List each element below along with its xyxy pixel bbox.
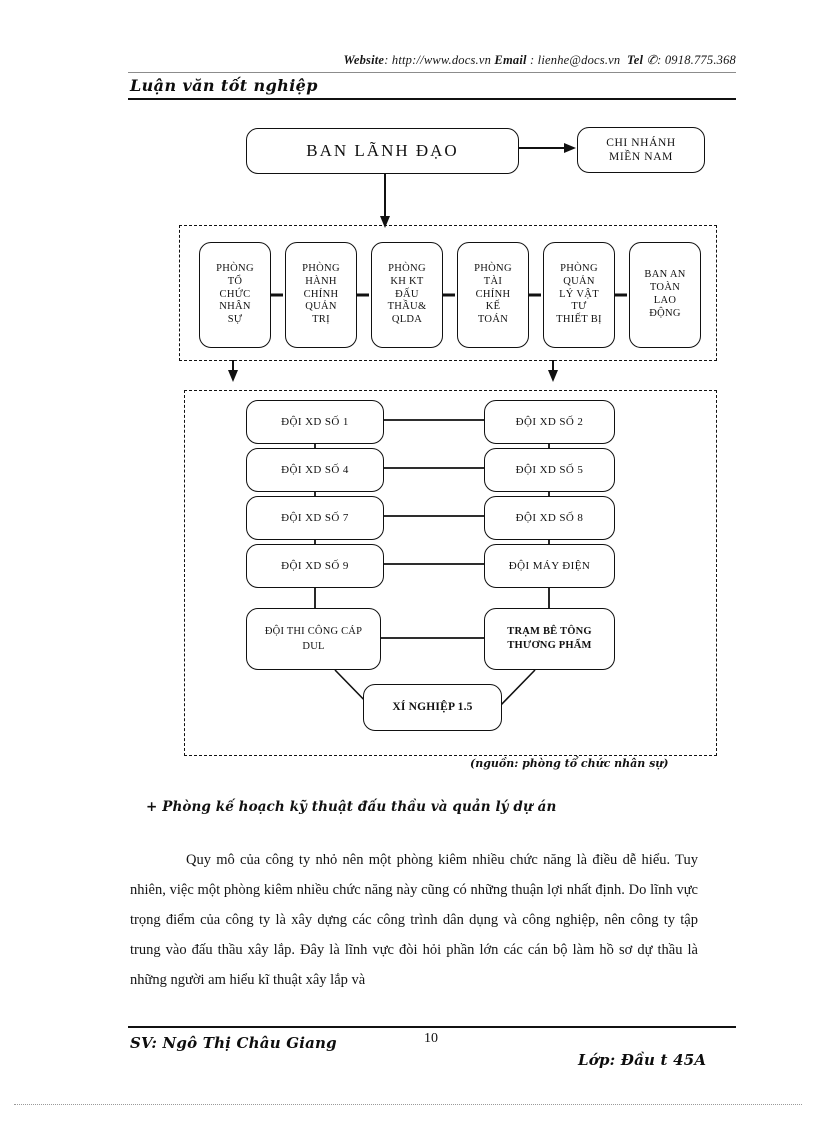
document-title: Luận văn tốt nghiệp	[130, 76, 318, 95]
node-doi-xd-so-5[interactable]: ĐỘI XD SỐ 5	[484, 448, 615, 492]
node-label-line1: PHÒNG	[216, 263, 254, 274]
node-label-line5: THIẾT BỊ	[556, 314, 602, 326]
node-label-line1: TRẠM BÊ TÔNG	[507, 626, 592, 638]
node-label-line1: BAN AN	[644, 269, 686, 281]
node-doi-xd-so-2[interactable]: ĐỘI XD SỐ 2	[484, 400, 615, 444]
node-label-line1: PHÒNG	[474, 263, 512, 274]
node-tram-be-tong-thuong-pham[interactable]: TRẠM BÊ TÔNG THƯƠNG PHẨM	[484, 608, 615, 670]
teams-group-border	[184, 390, 717, 756]
node-doi-xd-so-7[interactable]: ĐỘI XD SỐ 7	[246, 496, 384, 540]
node-label: ĐỘI XD SỐ 5	[515, 463, 584, 476]
telephone-icon: ✆	[646, 53, 658, 67]
node-label: ĐỘI XD SỐ 4	[281, 463, 349, 476]
node-label-line1: PHÒNG	[560, 263, 598, 274]
page-header-contact: Website: http://www.docs.vn Email : lien…	[128, 52, 736, 68]
node-phong-tai-chinh-ke-toan[interactable]: PHÒNG TÀI CHÍNH KẾ TOÁN	[457, 242, 529, 348]
node-phong-quan-ly-vat-tu-thiet-bi[interactable]: PHÒNG QUẢN LÝ VẬT TƯ THIẾT BỊ	[543, 242, 615, 348]
body-paragraph: Quy mô của công ty nhỏ nên một phòng kiê…	[130, 852, 698, 988]
node-label-line2: DUL	[302, 641, 325, 652]
node-label: ĐỘI XD SỐ 7	[281, 511, 349, 524]
node-label-line4: THẦU&	[387, 301, 427, 313]
node-label-line2: QUẢN	[563, 275, 595, 287]
node-label-line3: CHÍNH	[475, 288, 511, 300]
node-label-line2: KH KT	[390, 275, 424, 287]
node-label-line2: THƯƠNG PHẨM	[507, 640, 592, 651]
node-doi-thi-cong-cap-dul[interactable]: ĐỘI THI CÔNG CÁP DUL	[246, 608, 381, 670]
node-label-line2: TÀI	[483, 275, 503, 287]
node-label-line2: HÀNH	[305, 275, 337, 287]
email-label: Email	[494, 53, 527, 67]
node-label-line3: ĐẤU	[395, 288, 419, 300]
node-phong-hanh-chinh-quan-tri[interactable]: PHÒNG HÀNH CHÍNH QUẢN TRỊ	[285, 242, 357, 348]
node-phong-to-chuc-nhan-su[interactable]: PHÒNG TỔ CHỨC NHÂN SỰ	[199, 242, 271, 348]
node-label-line3: CHÍNH	[303, 288, 339, 300]
node-doi-xd-so-4[interactable]: ĐỘI XD SỐ 4	[246, 448, 384, 492]
node-label-line3: CHỨC	[219, 288, 251, 300]
node-label-line1: PHÒNG	[302, 263, 340, 274]
page-number: 10	[424, 1031, 438, 1046]
node-label: ĐỘI XD SỐ 9	[281, 559, 349, 572]
node-label-line4: TƯ	[571, 301, 587, 313]
departments-group-border	[179, 225, 717, 361]
node-doi-may-dien[interactable]: ĐỘI MÁY ĐIỆN	[484, 544, 615, 588]
node-label: ĐỘI XD SỐ 8	[515, 511, 584, 524]
footer-divider	[128, 1026, 736, 1028]
node-label-line1: PHÒNG	[388, 263, 426, 274]
page-bottom-dotted-rule	[14, 1104, 802, 1105]
chart-source-caption: (nguồn: phòng tổ chức nhân sự)	[470, 757, 669, 770]
node-label-line3: LAO	[653, 295, 677, 306]
footer-student-name: SV: Ngô Thị Châu Giang	[130, 1034, 337, 1052]
website-url: : http://www.docs.vn	[384, 53, 492, 67]
node-label-line2: MIỀN NAM	[609, 151, 673, 163]
node-label-line4: KẾ	[485, 301, 501, 313]
organization-chart: BAN LÃNH ĐẠO CHI NHÁNH MIỀN NAM PHÒNG TỔ…	[0, 108, 816, 788]
website-label: Website	[343, 53, 385, 67]
node-label-line2: TỔ	[227, 275, 243, 287]
node-ban-lanh-dao[interactable]: BAN LÃNH ĐẠO	[246, 128, 519, 174]
node-label-line1: ĐỘI THI CÔNG CÁP	[264, 625, 363, 637]
node-xi-nghiep-1-5[interactable]: XÍ NGHIỆP 1.5	[363, 684, 502, 731]
node-label-line4: QUẢN	[305, 301, 337, 313]
tel-label: Tel	[627, 53, 644, 67]
tel-number: : 0918.775.368	[657, 53, 736, 67]
section-subheading: + Phòng kế hoạch kỹ thuật đấu thầu và qu…	[146, 799, 557, 815]
node-ban-an-toan-lao-dong[interactable]: BAN AN TOÀN LAO ĐỘNG	[629, 242, 701, 348]
node-phong-kh-kt-dau-thau-qlda[interactable]: PHÒNG KH KT ĐẤU THẦU& QLDA	[371, 242, 443, 348]
node-doi-xd-so-1[interactable]: ĐỘI XD SỐ 1	[246, 400, 384, 444]
node-label: ĐỘI XD SỐ 1	[281, 415, 349, 428]
email-address: : lienhe@docs.vn	[526, 53, 621, 67]
node-label: ĐỘI MÁY ĐIỆN	[508, 559, 591, 572]
header-divider	[128, 72, 736, 73]
node-doi-xd-so-9[interactable]: ĐỘI XD SỐ 9	[246, 544, 384, 588]
node-label-line5: TRỊ	[312, 314, 330, 326]
node-label-line4: ĐỘNG	[649, 307, 681, 319]
node-label-line5: SỰ	[227, 314, 243, 326]
node-label-line5: TOÁN	[477, 314, 509, 326]
node-chi-nhanh-mien-nam[interactable]: CHI NHÁNH MIỀN NAM	[577, 127, 705, 173]
node-label-line1: CHI NHÁNH	[606, 136, 676, 149]
footer-class: Lớp: Đầu t 45A	[578, 1051, 707, 1069]
node-label: BAN LÃNH ĐẠO	[306, 141, 459, 161]
node-label-line2: TOÀN	[649, 282, 681, 294]
node-label-line3: LÝ VẬT	[559, 288, 599, 300]
title-divider	[128, 98, 736, 100]
node-label-line4: NHÂN	[219, 301, 251, 313]
node-doi-xd-so-8[interactable]: ĐỘI XD SỐ 8	[484, 496, 615, 540]
node-label: ĐỘI XD SỐ 2	[515, 415, 584, 428]
node-label-line5: QLDA	[391, 314, 423, 326]
node-label: XÍ NGHIỆP 1.5	[392, 701, 473, 714]
